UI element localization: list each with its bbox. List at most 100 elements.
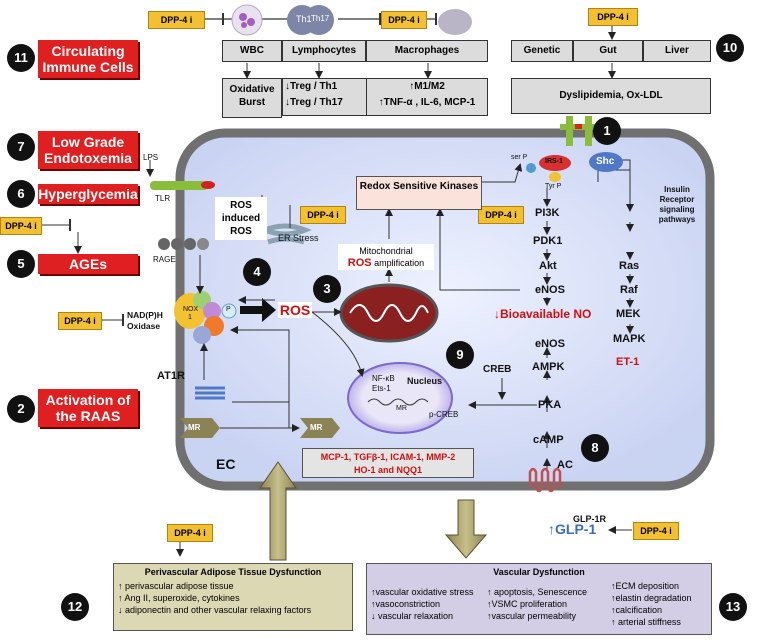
vd-col3: ↑ECM deposition ↑elastin degradation ↑ca… <box>611 580 709 628</box>
ros-label: ROS <box>278 302 312 318</box>
vd-arrow <box>444 499 488 559</box>
m1m2-text: ↑M1/M2 <box>409 81 445 92</box>
redox-kinases-box: Redox Sensitive Kinases <box>356 176 482 210</box>
ras-label: Ras <box>619 260 640 272</box>
bioavailable-no-label: ↓Bioavailable NO <box>494 307 592 321</box>
dpp4-badge-immune-right: DPP-4 i <box>381 11 427 29</box>
tlr-label: TLR <box>155 194 171 203</box>
number-2: 2 <box>7 395 35 423</box>
nucleus-label: Nucleus <box>407 376 443 386</box>
pvat-box: Perivascular Adipose Tissue Dysfunction … <box>113 563 353 631</box>
vd-item: ↑vasoconstriction <box>371 599 441 609</box>
mr-right-label: MR <box>310 423 323 432</box>
raf-label: Raf <box>620 284 638 296</box>
dpp4-badge-ros: DPP-4 i <box>300 206 346 224</box>
lps-label: LPS <box>143 153 159 162</box>
pvat-item: ↑ Ang II, superoxide, cytokines <box>118 593 240 603</box>
liver-box: Liver <box>643 40 711 62</box>
th17-cell-icon <box>304 5 334 35</box>
th1-label: Th1 <box>296 14 312 24</box>
genetic-box: Genetic <box>511 40 573 62</box>
glp1r-label: GLP-1R <box>573 514 607 524</box>
camp-label: cAMP <box>533 434 564 446</box>
mitochondrial-box: Mitochondrial ROS amplification <box>338 244 434 270</box>
et1-label: ET-1 <box>616 356 640 368</box>
irs1-label: IRS-1 <box>545 158 563 165</box>
label-activation-raas: Activation of the RAAS <box>38 389 138 427</box>
genes-box: MCP-1, TGFβ-1, ICAM-1, MMP-2 HO-1 and NQ… <box>302 448 474 478</box>
dpp4-badge-pi3k: DPP-4 i <box>478 206 524 224</box>
number-13: 13 <box>719 593 747 621</box>
mr-left-label: MR <box>188 423 201 432</box>
glp1r-receptor <box>528 467 562 493</box>
number-8: 8 <box>581 434 609 462</box>
number-5: 5 <box>7 250 35 278</box>
label-hyperglycemia: Hyperglycemia <box>38 184 138 204</box>
dpp4-badge-gut: DPP-4 i <box>588 8 638 26</box>
mito-line2: amplification <box>374 258 425 268</box>
vd-item: ↑ arterial stiffness <box>611 617 681 627</box>
tyrp-label: Tyr P <box>545 183 562 190</box>
genes-line2: HO-1 and NQQ1 <box>353 465 422 475</box>
vd-item: ↓ vascular relaxation <box>371 611 454 621</box>
pdk1-label: PDK1 <box>533 235 563 247</box>
ac-label: AC <box>557 459 573 471</box>
vd-col1: ↑vascular oxidative stress ↑vasoconstric… <box>371 586 479 622</box>
creb-label: CREB <box>483 364 512 375</box>
vd-item: ↑calcification <box>611 605 663 615</box>
dpp4-badge-ages: DPP-4 i <box>0 217 42 235</box>
rage-receptor <box>158 238 170 250</box>
gut-box: Gut <box>573 40 643 62</box>
wbc-box: WBC <box>222 40 282 62</box>
pvat-arrow <box>259 461 297 561</box>
mr-nucleus-label: MR <box>396 405 407 412</box>
lymphocytes-box: Lymphocytes <box>282 40 366 62</box>
vd-col2: ↑ apoptosis, Senescence ↑VSMC proliferat… <box>487 586 597 622</box>
dyslipidemia-box: Dyslipidemia, Ox-LDL <box>511 78 711 114</box>
vd-item: ↑ECM deposition <box>611 581 680 591</box>
nadph-label: NAD(P)H Oxidase <box>127 310 163 331</box>
number-12: 12 <box>61 593 89 621</box>
number-7: 7 <box>7 133 35 161</box>
p-label: P <box>226 306 231 313</box>
mapk-label: MAPK <box>613 333 646 345</box>
nfkb-label: NF-κB <box>372 374 395 383</box>
shc-label: Shc <box>596 156 615 167</box>
number-10: 10 <box>716 34 744 62</box>
ec-label: EC <box>216 456 236 472</box>
label-circulating-immune-cells: Circulating Immune Cells <box>38 40 138 78</box>
mek-label: MEK <box>616 308 641 320</box>
pi3k-chain-arrows <box>468 169 634 470</box>
vascular-dysfunction-box: Vascular Dysfunction ↑vascular oxidative… <box>366 563 712 635</box>
nucleus <box>347 362 453 434</box>
treg-box: ↓Treg / Th1 ↓Treg / Th17 <box>282 78 368 116</box>
serp-label: ser P <box>511 154 528 161</box>
treg-th1-text: ↓Treg / Th1 <box>285 81 338 92</box>
pvat-title: Perivascular Adipose Tissue Dysfunction <box>144 567 322 577</box>
dpp4-badge-nox: DPP-4 i <box>58 312 102 330</box>
vd-item: ↑vascular oxidative stress <box>371 587 474 597</box>
tnf-text: ↑TNF-α , IL-6, MCP-1 <box>378 97 476 108</box>
number-11: 11 <box>7 44 35 72</box>
pi3k-label: PI3K <box>535 207 560 219</box>
genes-line1: MCP-1, TGFβ-1, ICAM-1, MMP-2 <box>320 452 456 462</box>
er-icon <box>264 223 312 245</box>
vd-title: Vascular Dysfunction <box>493 567 585 577</box>
rage-label: RAGE <box>153 255 176 264</box>
dpp4-badge-pvat: DPP-4 i <box>167 524 213 542</box>
at1r-label: AT1R <box>157 370 185 382</box>
label-ages: AGEs <box>38 254 138 274</box>
number-3: 3 <box>313 275 341 303</box>
label-low-grade-endotoxemia: Low Grade Endotoxemia <box>38 131 138 169</box>
ros-induced-box: ROS induced ROS <box>215 197 267 240</box>
pvat-item: ↓ adiponectin and other vascular relaxin… <box>118 605 312 615</box>
at1r-receptor <box>195 386 225 400</box>
mr-right <box>300 418 340 438</box>
number-9: 9 <box>446 341 474 369</box>
glp1-label: ↑GLP-1 <box>548 521 597 537</box>
insulin-pathways-label: Insulin Receptor signaling pathways <box>658 185 696 224</box>
macrophage-icon <box>438 9 472 35</box>
wbc-cell-icon <box>231 4 263 36</box>
treg-th17-text: ↓Treg / Th17 <box>285 97 343 108</box>
macrophages-box: Macrophages <box>366 40 488 62</box>
